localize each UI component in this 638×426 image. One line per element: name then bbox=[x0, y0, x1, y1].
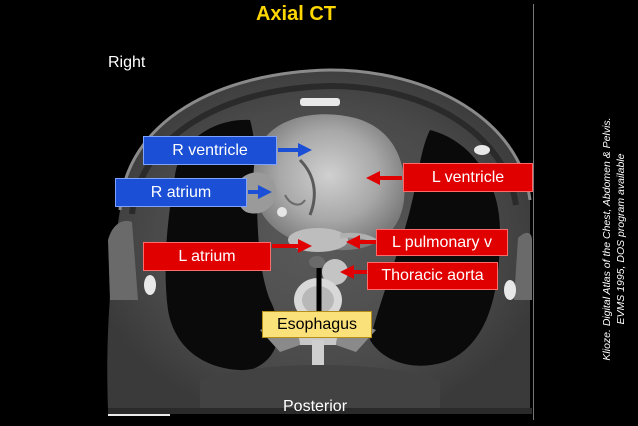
arrows bbox=[248, 143, 402, 312]
label-esophagus: Esophagus bbox=[262, 311, 372, 338]
label-r-ventricle: R ventricle bbox=[143, 136, 277, 165]
slide-title: Axial CT bbox=[255, 3, 337, 25]
label-l-ventricle: L ventricle bbox=[403, 163, 533, 192]
credit-line-2: EVMS 1995, DOS program available bbox=[615, 153, 627, 325]
arrow-thoracic-aorta bbox=[340, 265, 368, 279]
arrow-r-ventricle bbox=[278, 143, 312, 157]
label-r-atrium: R atrium bbox=[115, 178, 247, 207]
source-credit: Klioze. Digital Atlas of the Chest, Abdo… bbox=[592, 58, 636, 420]
label-l-atrium: L atrium bbox=[143, 242, 271, 271]
aorta bbox=[322, 259, 348, 285]
arrow-l-ventricle bbox=[366, 171, 402, 185]
orientation-posterior-label: Posterior bbox=[283, 398, 348, 415]
arrow-r-atrium bbox=[248, 185, 272, 199]
label-thoracic-aorta: Thoracic aorta bbox=[367, 262, 498, 290]
orientation-right-label: Right bbox=[108, 54, 146, 71]
label-l-pulmonary-v: L pulmonary v bbox=[376, 229, 508, 256]
divider-line bbox=[533, 4, 534, 420]
arrow-l-pulmonary-v bbox=[346, 235, 378, 249]
arrow-l-atrium bbox=[272, 239, 312, 253]
credit-line-1: Klioze. Digital Atlas of the Chest, Abdo… bbox=[601, 117, 613, 361]
